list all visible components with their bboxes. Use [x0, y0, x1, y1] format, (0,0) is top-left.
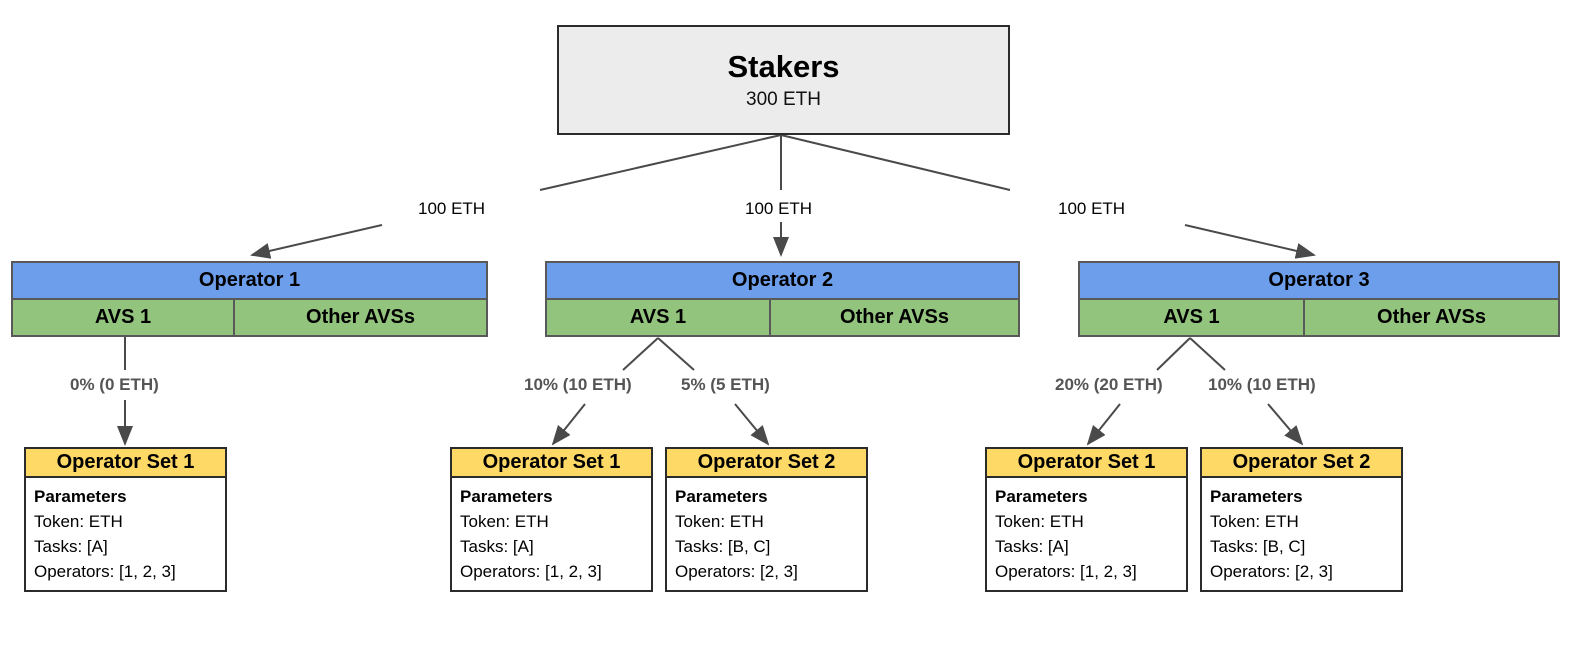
operator-3-avs-primary[interactable]: AVS 1: [1080, 300, 1305, 335]
allocation-label-op1-set1: 0% (0 ETH): [70, 375, 159, 394]
operator-3-avs-other[interactable]: Other AVSs: [1305, 300, 1558, 335]
edge-stakers-op3-a: [780, 134, 1011, 191]
param-token: Token: ETH: [675, 512, 764, 532]
stakers-amount: 300 ETH: [746, 88, 821, 110]
param-tasks: Tasks: [B, C]: [675, 537, 771, 557]
param-tasks: Tasks: [B, C]: [1210, 537, 1306, 557]
params-heading: Parameters: [460, 487, 553, 507]
operator-set-2-2-title: Operator Set 2: [667, 449, 866, 479]
param-operators: Operators: [2, 3]: [1210, 562, 1333, 582]
operator-set-node-2-1[interactable]: Operator Set 1 Parameters Token: ETH Tas…: [450, 447, 653, 592]
allocation-label-op2-set2: 5% (5 ETH): [681, 375, 770, 394]
operator-2-avs-primary[interactable]: AVS 1: [547, 300, 771, 335]
edge-op2-avs1-set2-b: [734, 403, 770, 446]
stakers-node[interactable]: Stakers 300 ETH: [557, 25, 1010, 135]
operator-set-3-2-body: Parameters Token: ETH Tasks: [B, C] Oper…: [1202, 478, 1401, 590]
param-operators: Operators: [1, 2, 3]: [34, 562, 176, 582]
operator-2-avs-other[interactable]: Other AVSs: [771, 300, 1018, 335]
allocation-label-op2-set1: 10% (10 ETH): [524, 375, 632, 394]
stake-edge-label-1: 100 ETH: [418, 199, 486, 218]
param-token: Token: ETH: [1210, 512, 1299, 532]
operator-1-avs-primary[interactable]: AVS 1: [13, 300, 235, 335]
allocation-label-op3-set1: 20% (20 ETH): [1055, 375, 1163, 394]
operator-set-3-2-title: Operator Set 2: [1202, 449, 1401, 479]
operator-1-avs-row: AVS 1 Other AVSs: [13, 300, 486, 335]
edge-op2-avs1-set1-b: [551, 403, 586, 446]
param-token: Token: ETH: [34, 512, 123, 532]
operator-node-3[interactable]: Operator 3 AVS 1 Other AVSs: [1078, 261, 1560, 337]
param-tasks: Tasks: [A]: [34, 537, 108, 557]
operator-set-node-3-2[interactable]: Operator Set 2 Parameters Token: ETH Tas…: [1200, 447, 1403, 592]
operator-node-1[interactable]: Operator 1 AVS 1 Other AVSs: [11, 261, 488, 337]
stake-edge-label-2: 100 ETH: [745, 199, 813, 218]
edge-op3-avs1-set2-b: [1267, 403, 1304, 446]
params-heading: Parameters: [34, 487, 127, 507]
edge-op3-avs1-set1-a: [1156, 337, 1191, 371]
operator-set-3-1-body: Parameters Token: ETH Tasks: [A] Operato…: [987, 478, 1186, 590]
operator-3-title: Operator 3: [1080, 263, 1558, 300]
edge-stakers-op3-b: [1184, 224, 1316, 259]
operator-set-1-1-title: Operator Set 1: [26, 449, 225, 479]
edge-op3-avs1-set1-b: [1086, 403, 1121, 446]
operator-set-3-1-title: Operator Set 1: [987, 449, 1186, 479]
stakers-title: Stakers: [727, 48, 840, 84]
operator-set-node-3-1[interactable]: Operator Set 1 Parameters Token: ETH Tas…: [985, 447, 1188, 592]
edge-stakers-op1-b: [250, 224, 383, 259]
edge-op2-avs1-set1-a: [622, 337, 659, 371]
param-operators: Operators: [1, 2, 3]: [995, 562, 1137, 582]
operator-set-node-1-1[interactable]: Operator Set 1 Parameters Token: ETH Tas…: [24, 447, 227, 592]
operator-2-title: Operator 2: [547, 263, 1018, 300]
operator-set-node-2-2[interactable]: Operator Set 2 Parameters Token: ETH Tas…: [665, 447, 868, 592]
param-tasks: Tasks: [A]: [995, 537, 1069, 557]
edge-stakers-op1-a: [539, 134, 782, 191]
operator-set-2-1-body: Parameters Token: ETH Tasks: [A] Operato…: [452, 478, 651, 590]
operator-node-2[interactable]: Operator 2 AVS 1 Other AVSs: [545, 261, 1020, 337]
params-heading: Parameters: [1210, 487, 1303, 507]
params-heading: Parameters: [675, 487, 768, 507]
operator-2-avs-row: AVS 1 Other AVSs: [547, 300, 1018, 335]
operator-set-1-1-body: Parameters Token: ETH Tasks: [A] Operato…: [26, 478, 225, 590]
param-operators: Operators: [1, 2, 3]: [460, 562, 602, 582]
param-token: Token: ETH: [460, 512, 549, 532]
operator-set-2-2-body: Parameters Token: ETH Tasks: [B, C] Oper…: [667, 478, 866, 590]
param-token: Token: ETH: [995, 512, 1084, 532]
edge-op2-avs1-set2-a: [657, 337, 695, 371]
param-operators: Operators: [2, 3]: [675, 562, 798, 582]
operator-1-avs-other[interactable]: Other AVSs: [235, 300, 486, 335]
operator-set-2-1-title: Operator Set 1: [452, 449, 651, 479]
params-heading: Parameters: [995, 487, 1088, 507]
allocation-label-op3-set2: 10% (10 ETH): [1208, 375, 1316, 394]
param-tasks: Tasks: [A]: [460, 537, 534, 557]
operator-1-title: Operator 1: [13, 263, 486, 300]
operator-3-avs-row: AVS 1 Other AVSs: [1080, 300, 1558, 335]
edge-op3-avs1-set2-a: [1189, 337, 1226, 371]
stake-edge-label-3: 100 ETH: [1058, 199, 1126, 218]
